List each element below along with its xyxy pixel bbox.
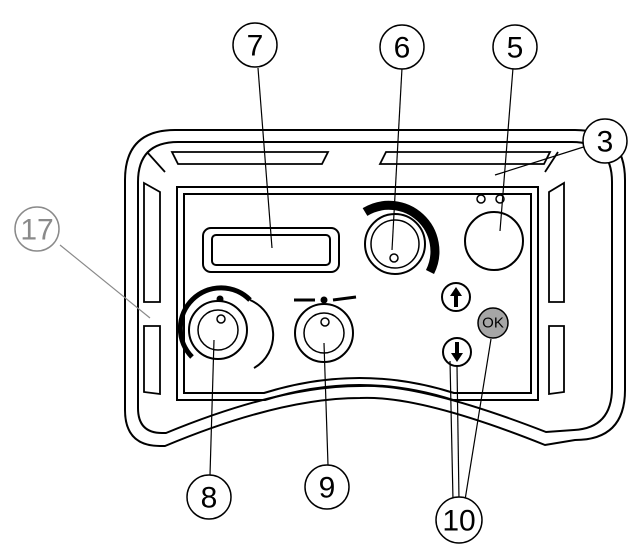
vent-slots (143, 151, 565, 396)
leader-17 (59, 244, 151, 319)
svg-text:3: 3 (597, 126, 614, 159)
knob-5[interactable] (464, 194, 524, 271)
callout-7: 7 (232, 22, 278, 68)
inner-panel (176, 186, 539, 401)
svg-text:17: 17 (20, 214, 53, 247)
svg-text:6: 6 (394, 32, 411, 65)
led-right (495, 194, 505, 204)
knob-9[interactable] (294, 295, 357, 363)
ok-button[interactable]: OK (477, 307, 509, 339)
svg-text:7: 7 (247, 30, 264, 63)
callout-6: 6 (379, 24, 425, 70)
up-button[interactable] (441, 282, 471, 312)
callout-10: 10 (435, 496, 483, 544)
knob-8[interactable] (177, 285, 275, 369)
svg-text:9: 9 (319, 472, 336, 505)
callout-9: 9 (304, 464, 350, 510)
svg-text:10: 10 (442, 505, 475, 538)
down-button[interactable] (442, 337, 472, 367)
led-left (476, 194, 486, 204)
arrow-down-icon (451, 342, 463, 362)
callout-8: 8 (186, 474, 232, 520)
housing (124, 129, 626, 447)
callout-17: 17 (14, 206, 60, 252)
callout-3: 3 (582, 118, 628, 164)
svg-text:5: 5 (507, 32, 524, 65)
arrow-up-icon (450, 287, 462, 307)
ok-label: OK (482, 315, 504, 332)
leader-lines (209, 67, 594, 501)
callout-5: 5 (492, 24, 538, 70)
svg-text:8: 8 (201, 482, 218, 515)
knob-6[interactable] (362, 200, 440, 275)
